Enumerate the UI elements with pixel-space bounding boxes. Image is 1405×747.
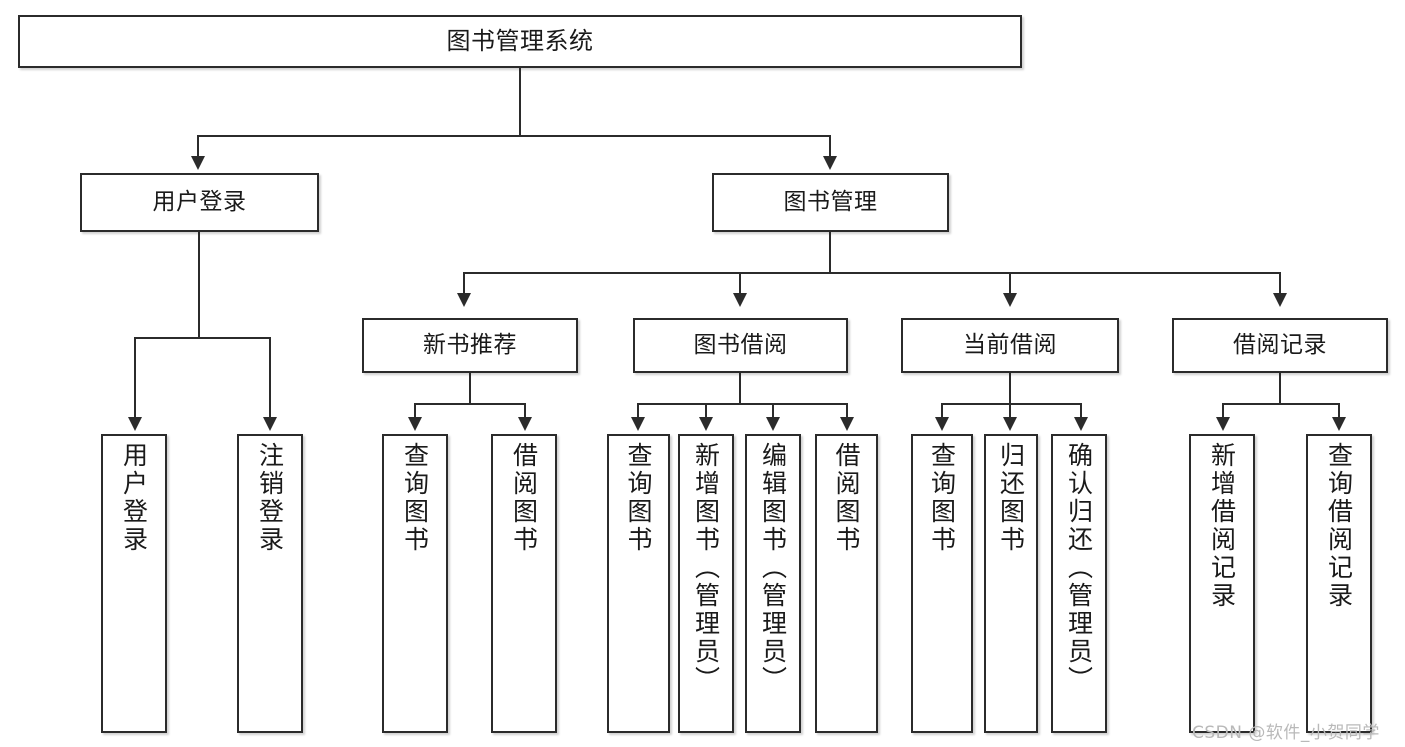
connector-book-mgmt-bus xyxy=(463,272,1280,274)
node-book-management-system[interactable]: 图书管理系统 xyxy=(18,15,1022,68)
arrowhead-borrow-4 xyxy=(840,417,854,431)
connector-record-drop-2 xyxy=(1338,403,1340,419)
connector-root-stem xyxy=(519,68,521,135)
connector-book-mgmt-drop-2 xyxy=(739,272,741,295)
node-label: 查询图书 xyxy=(927,442,957,554)
node-label: 确认归还（管理员） xyxy=(1064,442,1094,694)
node-label: 归还图书 xyxy=(996,442,1026,554)
connector-recommend-stem xyxy=(469,373,471,403)
arrowhead-recommend-1 xyxy=(408,417,422,431)
leaf-add-book-admin[interactable]: 新增图书（管理员） xyxy=(678,434,734,733)
connector-borrow-drop-3 xyxy=(772,403,774,419)
connector-recommend-drop-1 xyxy=(414,403,416,419)
arrowhead-user-login-2 xyxy=(263,417,277,431)
connector-user-login-bus xyxy=(134,337,270,339)
leaf-add-borrow-record[interactable]: 新增借阅记录 xyxy=(1189,434,1255,733)
node-new-book-recommend[interactable]: 新书推荐 xyxy=(362,318,578,373)
leaf-borrow-book-recommend[interactable]: 借阅图书 xyxy=(491,434,557,733)
node-current-borrow[interactable]: 当前借阅 xyxy=(901,318,1119,373)
connector-record-stem xyxy=(1279,373,1281,403)
node-label: 查询借阅记录 xyxy=(1324,442,1354,610)
node-label: 借阅记录 xyxy=(1233,331,1327,358)
connector-user-login-stem xyxy=(198,232,200,337)
node-borrow-record[interactable]: 借阅记录 xyxy=(1172,318,1388,373)
connector-borrow-bus xyxy=(637,403,848,405)
connector-record-drop-1 xyxy=(1222,403,1224,419)
connector-book-mgmt-stem xyxy=(829,232,831,272)
node-label: 编辑图书（管理员） xyxy=(758,442,788,694)
connector-book-mgmt-drop-3 xyxy=(1009,272,1011,295)
node-label: 图书管理 xyxy=(783,188,878,215)
node-label: 借阅图书 xyxy=(509,442,539,554)
node-label: 借阅图书 xyxy=(832,442,861,554)
connector-borrow-drop-2 xyxy=(705,403,707,419)
node-label: 用户登录 xyxy=(152,188,247,215)
node-label: 查询图书 xyxy=(624,442,653,554)
node-label: 用户登录 xyxy=(119,442,149,554)
connector-borrow-stem xyxy=(739,373,741,403)
connector-user-login-drop-1 xyxy=(134,337,136,419)
connector-current-bus xyxy=(941,403,1082,405)
node-label: 当前借阅 xyxy=(963,331,1057,358)
node-label: 图书借阅 xyxy=(693,331,788,358)
connector-borrow-drop-1 xyxy=(637,403,639,419)
arrowhead-borrow-1 xyxy=(631,417,645,431)
arrowhead-user-login-1 xyxy=(128,417,142,431)
leaf-query-book-recommend[interactable]: 查询图书 xyxy=(382,434,448,733)
arrowhead-record-1 xyxy=(1216,417,1230,431)
connector-book-mgmt-drop-4 xyxy=(1279,272,1281,295)
connector-borrow-drop-4 xyxy=(846,403,848,419)
node-label: 新书推荐 xyxy=(423,331,517,358)
connector-record-bus xyxy=(1222,403,1340,405)
leaf-edit-book-admin[interactable]: 编辑图书（管理员） xyxy=(745,434,801,733)
leaf-user-logout[interactable]: 注销登录 xyxy=(237,434,303,733)
node-label: 图书管理系统 xyxy=(446,27,594,56)
arrowhead-recommend-2 xyxy=(518,417,532,431)
arrowhead-level2-1 xyxy=(191,156,205,170)
arrowhead-record-2 xyxy=(1332,417,1346,431)
connector-book-mgmt-drop-1 xyxy=(463,272,465,295)
connector-current-drop-3 xyxy=(1080,403,1082,419)
arrowhead-current-3 xyxy=(1074,417,1088,431)
node-label: 注销登录 xyxy=(255,442,285,554)
connector-level2-bus xyxy=(197,135,831,137)
arrowhead-book-mgmt-1 xyxy=(457,293,471,307)
arrowhead-borrow-3 xyxy=(766,417,780,431)
node-label: 新增图书（管理员） xyxy=(691,442,721,694)
node-label: 查询图书 xyxy=(400,442,430,554)
arrowhead-current-2 xyxy=(1003,417,1017,431)
leaf-borrow-book[interactable]: 借阅图书 xyxy=(815,434,878,733)
connector-recommend-bus xyxy=(414,403,526,405)
arrowhead-level2-2 xyxy=(823,156,837,170)
connector-recommend-drop-2 xyxy=(524,403,526,419)
arrowhead-book-mgmt-3 xyxy=(1003,293,1017,307)
leaf-confirm-return-admin[interactable]: 确认归还（管理员） xyxy=(1051,434,1107,733)
arrowhead-book-mgmt-2 xyxy=(733,293,747,307)
arrowhead-book-mgmt-4 xyxy=(1273,293,1287,307)
node-user-login[interactable]: 用户登录 xyxy=(80,173,319,232)
arrowhead-borrow-2 xyxy=(699,417,713,431)
connector-current-drop-1 xyxy=(941,403,943,419)
leaf-query-borrow-record[interactable]: 查询借阅记录 xyxy=(1306,434,1372,733)
arrowhead-current-1 xyxy=(935,417,949,431)
node-book-management[interactable]: 图书管理 xyxy=(712,173,949,232)
leaf-query-book-borrow[interactable]: 查询图书 xyxy=(607,434,670,733)
leaf-query-book-current[interactable]: 查询图书 xyxy=(911,434,973,733)
node-label: 新增借阅记录 xyxy=(1207,442,1237,610)
connector-current-drop-2 xyxy=(1009,403,1011,419)
connector-level2-drop-2 xyxy=(829,135,831,158)
connector-level2-drop-1 xyxy=(197,135,199,158)
connector-current-stem xyxy=(1009,373,1011,403)
leaf-user-login[interactable]: 用户登录 xyxy=(101,434,167,733)
node-book-borrow[interactable]: 图书借阅 xyxy=(633,318,848,373)
leaf-return-book[interactable]: 归还图书 xyxy=(984,434,1038,733)
connector-user-login-drop-2 xyxy=(269,337,271,419)
